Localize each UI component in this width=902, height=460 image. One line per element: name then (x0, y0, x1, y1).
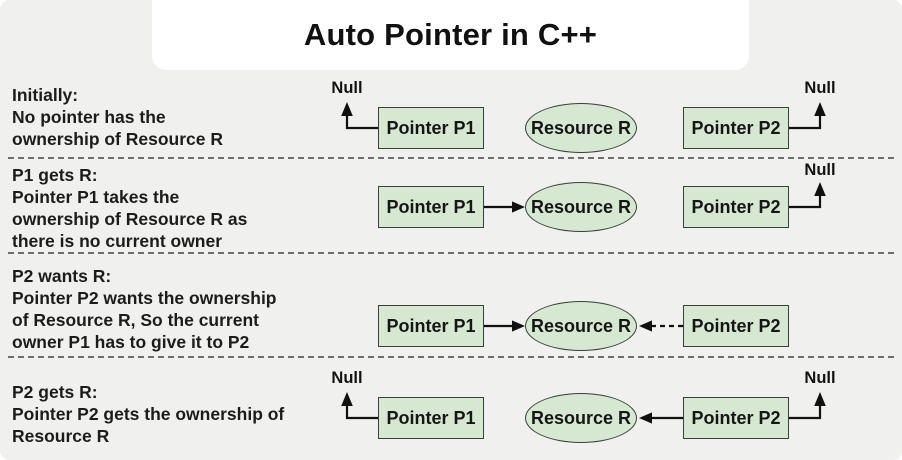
p2-wants-resource-dashed-arrow (639, 320, 683, 332)
null-label: Null (804, 369, 836, 387)
caption-line: Pointer P2 wants the ownership (12, 288, 277, 308)
null-label: Null (804, 79, 836, 97)
pointer-p2-node: Pointer P2 (683, 186, 789, 228)
caption-p2-gets-r: P2 gets R: Pointer P2 gets the ownership… (12, 381, 284, 447)
resource-r-node: Resource R (525, 182, 637, 232)
null-label: Null (804, 161, 836, 179)
row-divider-2 (8, 252, 894, 254)
p2-owns-resource-arrow (639, 412, 683, 424)
resource-r-node: Resource R (525, 103, 637, 153)
caption-line: P2 wants R: (12, 266, 112, 286)
pointer-p2-node: Pointer P2 (683, 107, 789, 149)
caption-line: of Resource R, So the current (12, 310, 259, 330)
p2-null-arrow (789, 182, 826, 209)
caption-line: P1 gets R: (12, 165, 98, 185)
caption-line: Pointer P2 gets the ownership of (12, 404, 285, 424)
title-card: Auto Pointer in C++ (152, 0, 749, 70)
caption-line: ownership of Resource R (12, 129, 224, 149)
caption-p2-wants-r: P2 wants R: Pointer P2 wants the ownersh… (12, 265, 277, 353)
caption-line: Resource R (12, 426, 110, 446)
caption-p1-gets-r: P1 gets R: Pointer P1 takes the ownershi… (12, 164, 247, 252)
caption-line: Initially: (12, 85, 79, 105)
p1-owns-resource-arrow (484, 201, 525, 213)
pointer-p2-node: Pointer P2 (683, 397, 789, 439)
pointer-p1-node: Pointer P1 (378, 186, 484, 228)
page-title: Auto Pointer in C++ (303, 17, 598, 52)
null-label: Null (331, 79, 363, 97)
caption-line: Pointer P1 takes the (12, 187, 180, 207)
p1-null-arrow (341, 392, 378, 420)
p1-owns-resource-arrow (484, 320, 525, 332)
caption-line: No pointer has the (12, 107, 166, 127)
pointer-p2-node: Pointer P2 (683, 305, 789, 347)
row-divider-3 (8, 356, 894, 358)
pointer-p1-node: Pointer P1 (378, 107, 484, 149)
caption-line: owner P1 has to give it to P2 (12, 332, 250, 352)
resource-r-node: Resource R (525, 301, 637, 351)
p1-null-arrow (341, 102, 378, 130)
p2-null-arrow (789, 102, 826, 130)
resource-r-node: Resource R (525, 393, 637, 443)
caption-initially: Initially: No pointer has the ownership … (12, 84, 223, 150)
pointer-p1-node: Pointer P1 (378, 397, 484, 439)
caption-line: ownership of Resource R as (12, 209, 248, 229)
row-divider-1 (8, 157, 894, 159)
p2-null-arrow (789, 392, 826, 420)
caption-line: P2 gets R: (12, 382, 98, 402)
caption-line: there is no current owner (12, 231, 223, 251)
pointer-p1-node: Pointer P1 (378, 305, 484, 347)
null-label: Null (331, 369, 363, 387)
